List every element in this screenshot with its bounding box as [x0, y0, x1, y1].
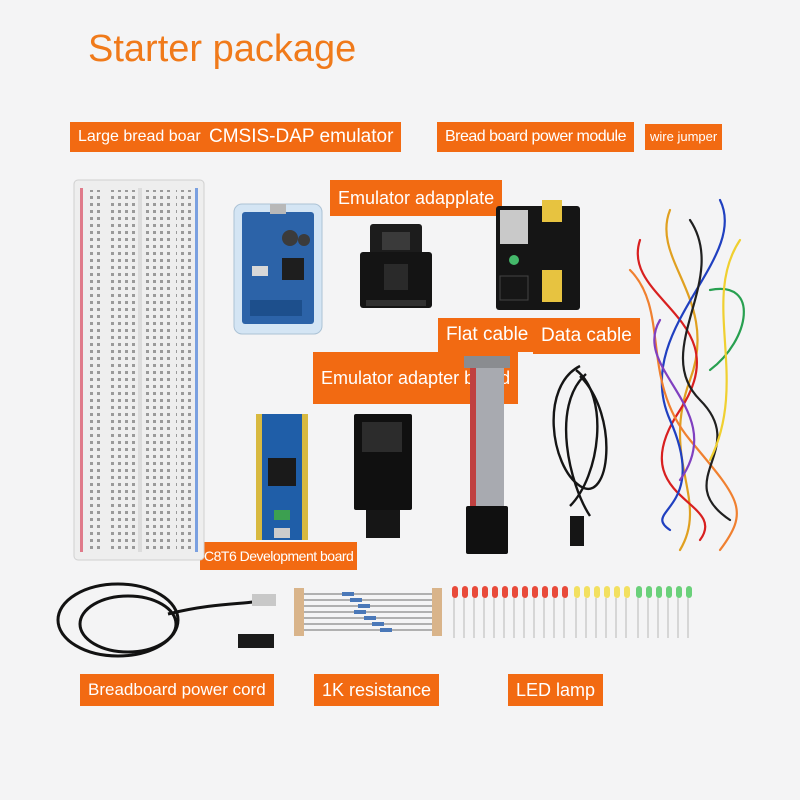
- label-1k-resistance: 1K resistance: [314, 674, 440, 706]
- power-module-image: [496, 200, 580, 310]
- cmsis-dap-emulator-image: [233, 203, 323, 335]
- resistors-image: [294, 588, 442, 636]
- label-emulator-adapplate: Emulator adapplate: [330, 180, 503, 216]
- label-wire-jumper: wire jumper: [645, 124, 723, 150]
- data-cable-image: [552, 364, 608, 546]
- label-large-bread-board: Large bread board: [70, 122, 218, 152]
- power-cord-image: [56, 582, 276, 658]
- breadboard-image: [73, 179, 205, 561]
- label-emulator-adapter-board: Emulator adapter board: [313, 352, 519, 404]
- label-bread-board-power-module: Bread board power module: [437, 122, 635, 152]
- wire-jumper-image: [628, 198, 745, 552]
- c8t6-board-image: [256, 414, 308, 540]
- label-data-cable: Data cable: [533, 318, 640, 354]
- label-led-lamp: LED lamp: [508, 674, 604, 706]
- label-flat-cable: Flat cable: [438, 318, 537, 352]
- flat-cable-image: [464, 356, 510, 554]
- led-lamps-image: [452, 586, 692, 638]
- emulator-adapter-board-image: [354, 414, 412, 538]
- emulator-adapplate-image: [360, 224, 432, 308]
- label-c8t6-development-board: C8T6 Development board: [200, 542, 358, 570]
- label-cmsis-dap-emulator: CMSIS-DAP emulator: [201, 122, 402, 152]
- label-breadboard-power-cord: Breadboard power cord: [80, 674, 274, 706]
- page-title: Starter package: [88, 28, 357, 70]
